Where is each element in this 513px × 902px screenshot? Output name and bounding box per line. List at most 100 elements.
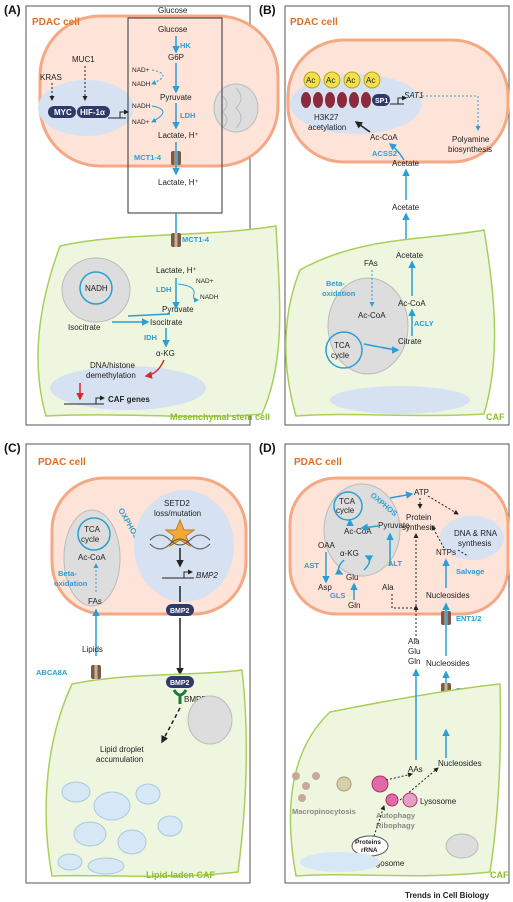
glucose-in: Glucose	[158, 25, 188, 34]
nucleus-msc	[50, 366, 206, 410]
acetyl-groups: Ac Ac Ac Ac	[303, 71, 381, 89]
nadh3-a: NADH	[200, 294, 219, 301]
setd2-2: loss/mutation	[154, 509, 201, 518]
pdac-cell-d-title: PDAC cell	[294, 457, 342, 468]
mitochondrion-d2	[445, 833, 479, 859]
tca-d-2: cycle	[336, 506, 355, 515]
nucleus-c	[134, 490, 234, 602]
acetylation-label: acetylation	[308, 123, 346, 132]
panel-b-frame	[284, 5, 510, 426]
bmp2-protein-badge	[166, 604, 194, 616]
protein-1: Protein	[406, 513, 431, 522]
dna-helix-icon	[149, 534, 211, 550]
proteins-label: Proteins	[355, 839, 381, 846]
acetate2: Acetate	[392, 203, 420, 212]
panel-a-label: (A)	[4, 3, 21, 17]
lysosome-icon-2	[385, 793, 399, 807]
salvage-label: Salvage	[456, 567, 484, 576]
g6p-label: G6P	[168, 53, 184, 62]
panel-c: (C) PDAC cell OXPHOS TCA cycle Ac-CoA Be…	[4, 441, 251, 884]
bmp2-protein: BMP2	[170, 608, 190, 615]
lactate3-a: Lactate, H⁺	[156, 266, 197, 275]
pdac-cell-a-title: PDAC cell	[32, 17, 80, 28]
bmpr-icon	[172, 689, 188, 704]
ent1-label: ENT1/2	[456, 614, 481, 623]
tca-b-1: TCA	[334, 341, 351, 350]
bmp2-gene: BMP2	[196, 571, 218, 580]
ac-label-4: Ac	[366, 76, 375, 85]
pdac-cell-c-title: PDAC cell	[38, 457, 86, 468]
nucleus-caf-b	[330, 386, 470, 414]
ac-label-1: Ac	[306, 76, 315, 85]
sp1-badge	[372, 94, 390, 106]
bmp2-protein2: BMP2	[170, 680, 190, 687]
hif-badge	[77, 106, 110, 118]
acetate3: Acetate	[396, 251, 424, 260]
panel-b-label: (B)	[259, 3, 276, 17]
myc-label: MYC	[54, 108, 72, 117]
caf-b-title: CAF	[486, 412, 505, 422]
ribophagy-label: Ribophagy	[376, 821, 416, 830]
akg-a: α-KG	[156, 349, 175, 358]
rrna-label: rRNA	[361, 847, 378, 854]
pyruvate-a: Pyruvate	[160, 93, 192, 102]
akg-d: α-KG	[340, 549, 359, 558]
ac-label-3: Ac	[346, 76, 355, 85]
ac-group-4	[363, 71, 381, 89]
lactate1-a: Lactate, H⁺	[158, 131, 199, 140]
aas-d: AAs	[408, 765, 423, 774]
panel-d-label: (D)	[259, 441, 276, 455]
footer-journal: Trends in Cell Biology	[405, 891, 490, 900]
protein-2: synthesis	[402, 523, 435, 532]
citrate-b: Citrate	[398, 337, 422, 346]
gln-d: Gln	[348, 601, 360, 610]
myc-badge	[48, 106, 76, 118]
acly-enzyme: ACLY	[414, 319, 434, 328]
asp-d: Asp	[318, 583, 332, 592]
acoa-c: Ac-CoA	[78, 553, 106, 562]
h3k27-label: H3K27	[314, 113, 339, 122]
beta-ox-c-2: oxidation	[54, 579, 88, 588]
pyruvate-d: Pyruvate	[378, 521, 410, 530]
caf-d-title: CAF	[490, 870, 509, 880]
polyamine2: biosynthesis	[448, 145, 492, 154]
aa-glu: Glu	[408, 647, 420, 656]
droplet-2: accumulation	[96, 755, 143, 764]
nad-plus2-a: NAD+	[132, 119, 150, 126]
aa-ala: Ala	[408, 637, 420, 646]
lipid-droplets	[57, 781, 183, 875]
acss2-enzyme: ACSS2	[372, 149, 397, 158]
beta-ox-1: Beta-	[326, 279, 345, 288]
nadh2-a: NADH	[132, 103, 151, 110]
isocitrate-a: Isocitrate	[150, 318, 183, 327]
nucleosides-1: Nucleosides	[426, 591, 470, 600]
macro-label: Macropinocytosis	[292, 807, 356, 816]
beta-ox-2: oxidation	[322, 289, 356, 298]
panel-b: (B) PDAC cell Ac Ac Ac Ac SP1 SAT1 H3K27	[259, 3, 510, 426]
alt-enzyme: ALT	[388, 559, 402, 568]
gls-enzyme: GLS	[330, 591, 345, 600]
fas-b: FAs	[364, 259, 378, 268]
atp-d: ATP	[414, 488, 429, 497]
dna-rna-1: DNA & RNA	[454, 529, 498, 538]
abca8a-transporter	[91, 665, 101, 679]
beta-ox-c-1: Beta-	[58, 569, 77, 578]
acoa2-b: Ac-CoA	[358, 311, 386, 320]
ldh2-enzyme: LDH	[156, 285, 171, 294]
nucleus-d	[440, 516, 504, 560]
mito-nadh: NADH	[85, 284, 108, 293]
demeth-line2: demethylation	[86, 371, 136, 380]
nadh-a: NADH	[132, 81, 151, 88]
panel-d-frame	[284, 443, 510, 884]
mitochondrion-b	[327, 277, 409, 375]
nucleosides-2: Nucleosides	[426, 659, 470, 668]
mitochondrion-c2	[187, 695, 233, 745]
mct-transporter-b	[171, 233, 181, 247]
lysosome-icon	[402, 792, 418, 808]
panel-d: (D) PDAC cell TCA cycle OXPHOS ATP Prote…	[259, 441, 510, 884]
nad-plus3-a: NAD+	[196, 278, 214, 285]
isocitrate-mito: Isocitrate	[68, 323, 101, 332]
pdac-cell-b-title: PDAC cell	[290, 17, 338, 28]
dna-rna-2: synthesis	[458, 539, 491, 548]
